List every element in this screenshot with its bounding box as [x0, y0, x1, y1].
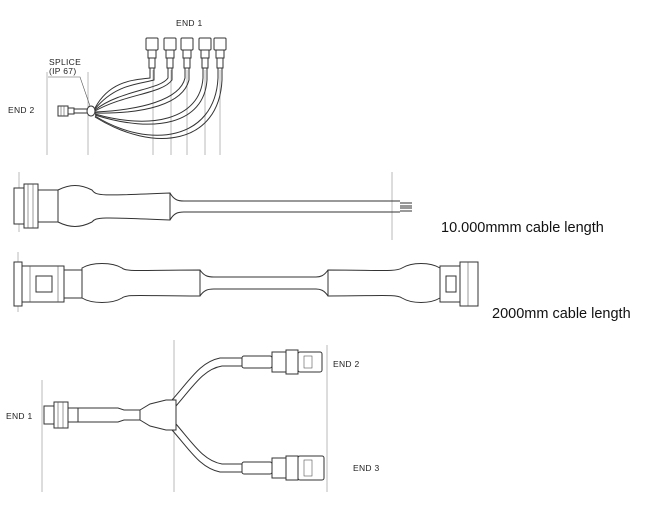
- y-splitter-diagram: END 1 END 2 END 3: [6, 340, 380, 492]
- splice-rating-label: (IP 67): [49, 66, 76, 76]
- pigtail-overmould: [57, 185, 171, 227]
- fanout-wires: [94, 68, 223, 139]
- end1-connectors: [145, 37, 227, 69]
- trunk-overmould: [77, 407, 141, 423]
- end1-connector-5: [213, 37, 227, 69]
- end1-connector-1: [145, 37, 159, 69]
- end1-connector-3: [180, 37, 194, 69]
- splice-harness-diagram: END 1 END 2 SPLICE (IP 67): [8, 18, 227, 155]
- pigtail-connector: [13, 172, 59, 232]
- pigtail-cable: [169, 192, 412, 221]
- extension-right-connector: [439, 261, 479, 307]
- extension-cable: [199, 269, 329, 297]
- extension-left-connector: [13, 252, 83, 312]
- extension-cable-diagram: 2000mm cable length: [13, 252, 631, 322]
- splice-body: [86, 105, 96, 117]
- end3-label: END 3: [353, 463, 380, 473]
- branch-cables: [171, 357, 242, 473]
- extension-left-overmould: [81, 263, 201, 303]
- end1-connector-2: [163, 37, 177, 69]
- splice-label: SPLICE: [49, 57, 81, 67]
- extension-right-overmould: [327, 263, 441, 303]
- end1-connector-4: [198, 37, 212, 69]
- splice-leader-line: [48, 76, 91, 107]
- end1-label: END 1: [176, 18, 203, 28]
- extension-cable-length-caption: 2000mm cable length: [492, 306, 631, 322]
- reference-lines: [46, 70, 221, 155]
- end2-connector: [57, 105, 88, 117]
- splitter-body: [139, 399, 177, 431]
- end1-label: END 1: [6, 411, 33, 421]
- end3-connector: [241, 455, 325, 481]
- end2-label: END 2: [333, 359, 360, 369]
- pigtail-cable-length-caption: 10.000mmm cable length: [441, 220, 604, 236]
- end2-connector: [241, 349, 323, 375]
- pigtail-cable-diagram: 10.000mmm cable length: [13, 172, 604, 240]
- end1-connector: [43, 401, 79, 429]
- end2-label: END 2: [8, 105, 35, 115]
